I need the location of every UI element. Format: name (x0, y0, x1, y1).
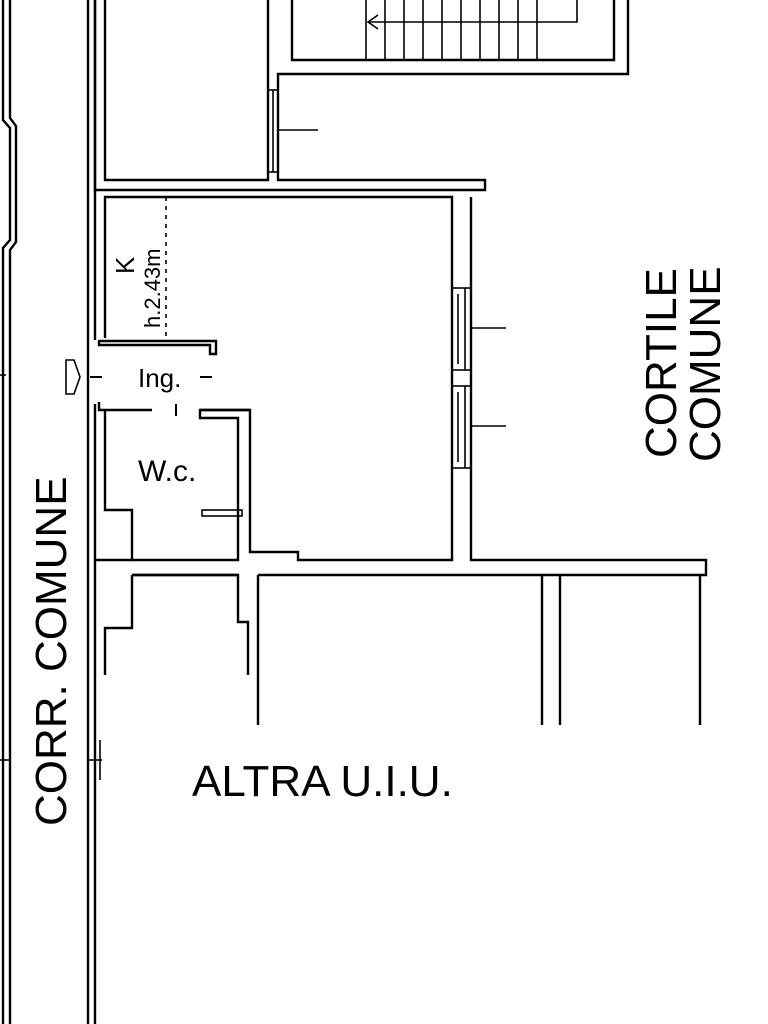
other-unit-label: ALTRA U.I.U. (192, 757, 453, 806)
staircase (290, 0, 616, 62)
entrance-area (65, 339, 222, 420)
entrance-label: Ing. (138, 363, 181, 393)
entrance-arrow-icon (65, 359, 81, 395)
kitchen-room-walls (103, 195, 708, 577)
stair-direction-arrow (368, 0, 578, 23)
courtyard-label-line2: COMUNE (681, 266, 730, 462)
stair-treads (365, 0, 538, 60)
wc-walls (103, 408, 250, 562)
wc-label: W.c. (138, 455, 196, 488)
other-unit-walls (95, 558, 702, 725)
upper-window (267, 89, 318, 173)
kitchen-window-upper (451, 287, 506, 371)
kitchen-window-lower (451, 385, 506, 469)
kitchen-label: K (110, 256, 140, 274)
corridor-label: CORR. COMUNE (27, 476, 76, 826)
kitchen-height-label: h.2.43m (140, 249, 165, 329)
courtyard-label-line1: CORTILE (637, 268, 686, 458)
upper-room-walls (93, 0, 630, 192)
